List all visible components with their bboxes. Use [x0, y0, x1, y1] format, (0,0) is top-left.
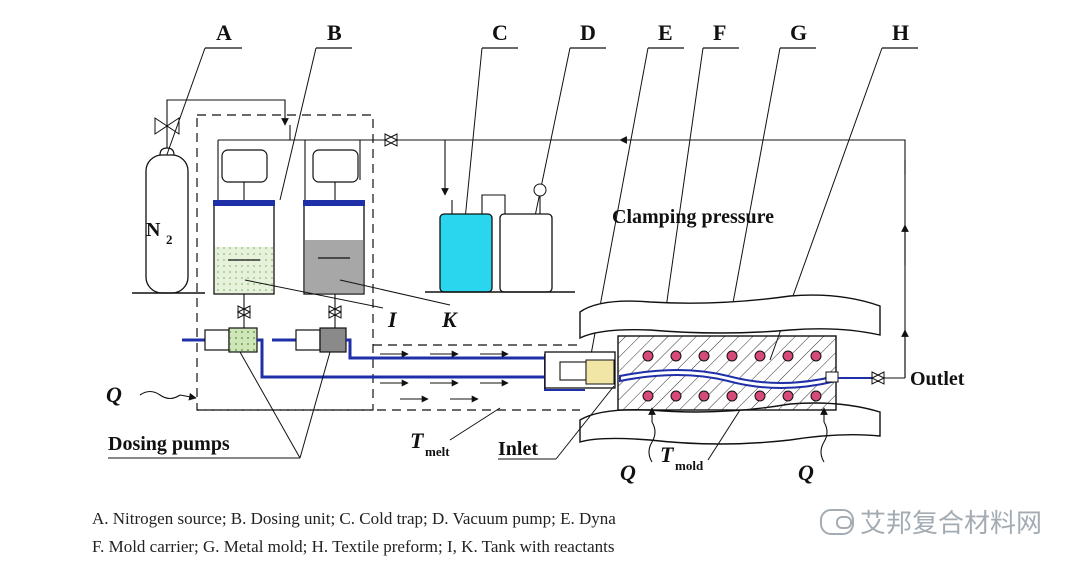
- label-t-melt-sub: melt: [425, 444, 450, 459]
- nitrogen-source: N 2: [132, 99, 289, 294]
- label-q-mold-right: Q: [798, 460, 814, 485]
- label-t-melt: T: [410, 428, 425, 453]
- wechat-icon: [820, 508, 854, 535]
- letter-f: F: [713, 20, 726, 45]
- tank-k: [303, 149, 365, 330]
- watermark: 艾邦复合材料网: [820, 503, 1042, 540]
- dosing-pump-2: [272, 327, 347, 353]
- label-t-mold: T: [660, 442, 675, 467]
- letter-a: A: [216, 20, 232, 45]
- tank-i: [213, 149, 275, 330]
- label-k: K: [441, 307, 458, 332]
- label-i: I: [387, 307, 398, 332]
- letter-c: C: [492, 20, 508, 45]
- label-t-mold-sub: mold: [675, 458, 704, 473]
- n2-label: N: [146, 219, 161, 241]
- caption-line-1: A. Nitrogen source; B. Dosing unit; C. C…: [92, 509, 616, 528]
- label-inlet: Inlet: [498, 438, 538, 460]
- n2-subscript: 2: [166, 232, 173, 247]
- caption-line-2: F. Mold carrier; G. Metal mold; H. Texti…: [92, 537, 615, 556]
- cold-trap: [439, 194, 506, 293]
- letter-e: E: [658, 20, 673, 45]
- letter-callouts: A B C D E F G H: [164, 20, 918, 361]
- label-dosing-pumps: Dosing pumps: [108, 433, 230, 455]
- vacuum-pump: [499, 183, 553, 293]
- heat-arrows: [139, 390, 828, 463]
- letter-h: H: [892, 20, 909, 45]
- letter-d: D: [580, 20, 596, 45]
- dosing-unit-enclosure: [196, 114, 374, 411]
- dosing-pump-1: [182, 327, 258, 353]
- metal-mold: [617, 335, 839, 411]
- letter-g: G: [790, 20, 807, 45]
- letter-b: B: [327, 20, 342, 45]
- flow-arrows: [380, 350, 509, 403]
- mixing-head: [544, 351, 616, 389]
- label-outlet: Outlet: [910, 368, 965, 390]
- heater-channels: [642, 350, 822, 402]
- label-q-left: Q: [106, 382, 122, 407]
- label-clamping-pressure: Clamping pressure: [612, 206, 774, 228]
- watermark-text: 艾邦复合材料网: [860, 509, 1043, 539]
- label-q-mold-left: Q: [620, 460, 636, 485]
